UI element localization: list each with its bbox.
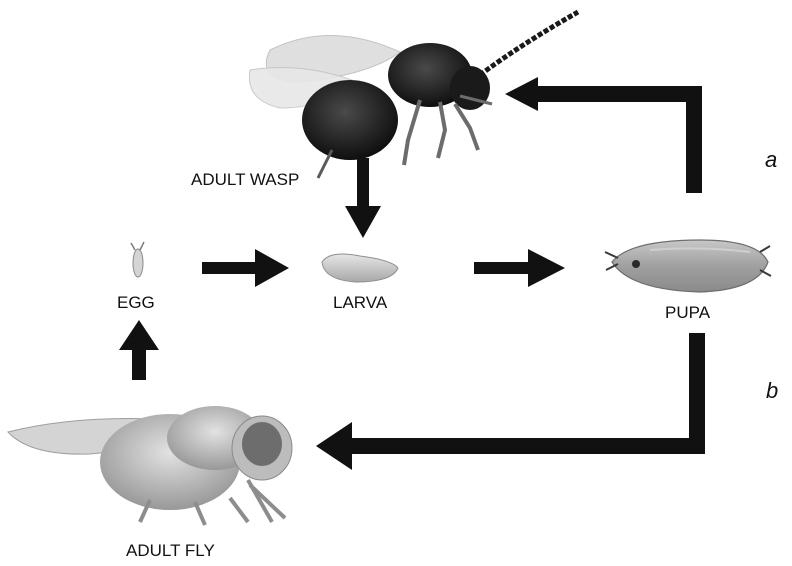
label-larva: LARVA bbox=[333, 293, 387, 313]
label-adult-wasp: ADULT WASP bbox=[191, 170, 299, 190]
egg-image bbox=[131, 242, 144, 277]
label-adult-fly: ADULT FLY bbox=[126, 541, 215, 561]
arrow-wasp-to-larva bbox=[345, 158, 381, 238]
pupa-image bbox=[605, 240, 771, 292]
arrow-pupa-to-wasp bbox=[505, 77, 702, 193]
adult-fly-image bbox=[8, 406, 292, 525]
path-tag-a: a bbox=[765, 147, 777, 173]
path-tag-b: b bbox=[766, 378, 778, 404]
arrow-egg-to-larva bbox=[202, 249, 289, 287]
larva-image bbox=[322, 254, 398, 282]
arrow-fly-to-egg bbox=[119, 320, 159, 380]
label-egg: EGG bbox=[117, 293, 155, 313]
arrow-pupa-to-fly bbox=[316, 333, 705, 470]
arrow-larva-to-pupa bbox=[474, 249, 565, 287]
label-pupa: PUPA bbox=[665, 303, 710, 323]
